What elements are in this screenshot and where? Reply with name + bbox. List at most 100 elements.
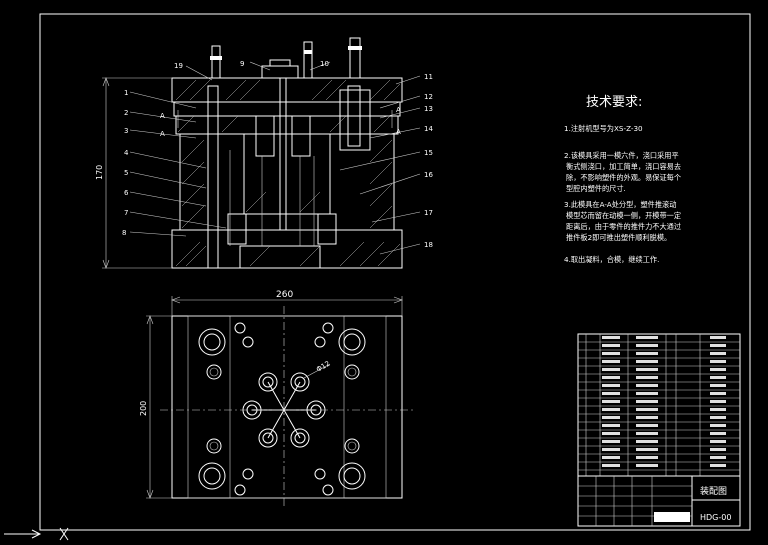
part-leaders xyxy=(129,61,421,255)
part-number-left: 4 xyxy=(124,149,129,157)
title-block-name: 装配图 xyxy=(700,485,727,497)
part-number-left: 6 xyxy=(124,189,129,197)
part-number-left: 8 xyxy=(122,229,126,237)
table-cell-mark xyxy=(636,448,658,451)
table-cell-mark xyxy=(710,392,726,395)
section-mark-left: A xyxy=(160,112,165,120)
table-cell-mark xyxy=(636,344,658,347)
table-cell-mark xyxy=(710,432,726,435)
table-cell-mark xyxy=(710,440,726,443)
part-number-left: 2 xyxy=(124,109,128,117)
table-cell-mark xyxy=(636,400,658,403)
ucs-icon xyxy=(4,527,69,541)
table-cell-mark xyxy=(636,368,658,371)
height-dimension-200: 200 xyxy=(139,401,148,416)
part-number-left: 19 xyxy=(174,62,183,70)
requirement-line: 除，不影响塑件的外观。易保证每个 xyxy=(566,173,681,182)
table-cell-mark xyxy=(636,336,658,339)
front-section-view xyxy=(102,37,403,269)
part-number-right: 16 xyxy=(424,171,433,179)
table-cell-mark xyxy=(636,408,658,411)
table-cell-mark xyxy=(710,352,726,355)
table-cell-mark xyxy=(602,384,620,387)
section-mark-right: A xyxy=(396,106,401,114)
table-cell-mark xyxy=(710,376,726,379)
table-cell-mark xyxy=(710,400,726,403)
table-cell-mark xyxy=(636,456,658,459)
table-cell-mark xyxy=(602,464,620,467)
drawing-border xyxy=(39,13,751,531)
requirement-line: 型腔内塑件的尺寸. xyxy=(566,184,626,193)
table-cell-mark xyxy=(602,360,620,363)
table-cell-mark xyxy=(602,392,620,395)
section-mark-right-2: A xyxy=(396,128,401,136)
top-label-10: 10 xyxy=(320,60,329,68)
top-label-9: 9 xyxy=(240,60,244,68)
table-cell-mark xyxy=(710,448,726,451)
table-cell-mark xyxy=(636,464,658,467)
table-cell-mark xyxy=(710,384,726,387)
table-cell-mark xyxy=(710,416,726,419)
part-number-left: 5 xyxy=(124,169,128,177)
table-cell-mark xyxy=(636,440,658,443)
requirement-line: 3.此模具在A-A处分型，塑件推滚动 xyxy=(564,200,676,209)
table-cell-mark xyxy=(602,408,620,411)
height-dimension-170: 170 xyxy=(95,165,104,180)
table-cell-mark xyxy=(636,392,658,395)
requirement-line: 2.该模具采用一模六件，浇口采用平 xyxy=(564,151,679,160)
table-cell-mark xyxy=(636,432,658,435)
table-cell-mark xyxy=(710,344,726,347)
part-number-left: 3 xyxy=(124,127,128,135)
part-number-right: 18 xyxy=(424,241,433,249)
table-cell-mark xyxy=(636,416,658,419)
table-cell-mark xyxy=(710,360,726,363)
part-number-right: 17 xyxy=(424,209,433,217)
requirement-line: 推件板2即可推出塑件顺利脱模。 xyxy=(566,233,671,242)
table-cell-mark xyxy=(602,424,620,427)
part-number-right: 14 xyxy=(424,125,433,133)
part-number-right: 12 xyxy=(424,93,433,101)
table-cell-mark xyxy=(710,464,726,467)
table-cell-mark xyxy=(636,352,658,355)
requirement-line: 模型芯而留在动模一侧，开模带一定 xyxy=(566,211,681,220)
top-plan-view xyxy=(146,296,414,508)
part-number-left: 1 xyxy=(124,89,128,97)
table-cell-mark xyxy=(636,384,658,387)
title-block-code: HDG-00 xyxy=(700,513,731,522)
table-cell-mark xyxy=(602,352,620,355)
part-number-left: 7 xyxy=(124,209,128,217)
part-number-right: 15 xyxy=(424,149,433,157)
table-cell-mark xyxy=(636,376,658,379)
table-cell-mark xyxy=(710,456,726,459)
table-cell-mark xyxy=(710,336,726,339)
table-cell-mark xyxy=(602,448,620,451)
table-cell-mark xyxy=(602,432,620,435)
part-number-right: 13 xyxy=(424,105,433,113)
table-cell-mark xyxy=(710,368,726,371)
table-cell-mark xyxy=(602,344,620,347)
part-number-right: 11 xyxy=(424,73,433,81)
table-cell-mark xyxy=(710,424,726,427)
hole-dimension: Φ12 xyxy=(315,360,331,374)
parts-list-table xyxy=(577,333,741,527)
width-dimension-260: 260 xyxy=(276,290,293,300)
section-mark-left-2: A xyxy=(160,130,165,138)
requirement-line: 1.注射机型号为XS-Z-30 xyxy=(564,124,643,133)
table-cell-mark xyxy=(602,456,620,459)
requirement-line: 衡式侧浇口，加工简单，浇口容易去 xyxy=(566,162,681,171)
labels: 技术要求: 1.注射机型号为XS-Z-30 2.该模具采用一模六件，浇口采用平衡式… xyxy=(95,60,731,522)
table-cell-mark xyxy=(636,360,658,363)
table-cell-mark xyxy=(602,416,620,419)
table-cell-mark xyxy=(602,368,620,371)
table-cell-mark xyxy=(636,424,658,427)
table-cell-mark xyxy=(602,400,620,403)
table-cell-mark xyxy=(602,376,620,379)
requirement-line: 4.取出凝料，合模，继续工作. xyxy=(564,255,659,264)
table-cell-mark xyxy=(602,336,620,339)
requirement-line: 距离后，由于零件的推件力不大通过 xyxy=(566,222,681,231)
table-cell-mark xyxy=(710,408,726,411)
table-cell-mark xyxy=(602,440,620,443)
requirements-list: 1.注射机型号为XS-Z-30 2.该模具采用一模六件，浇口采用平衡式侧浇口，加工… xyxy=(564,124,681,264)
requirements-title: 技术要求: xyxy=(586,95,642,110)
